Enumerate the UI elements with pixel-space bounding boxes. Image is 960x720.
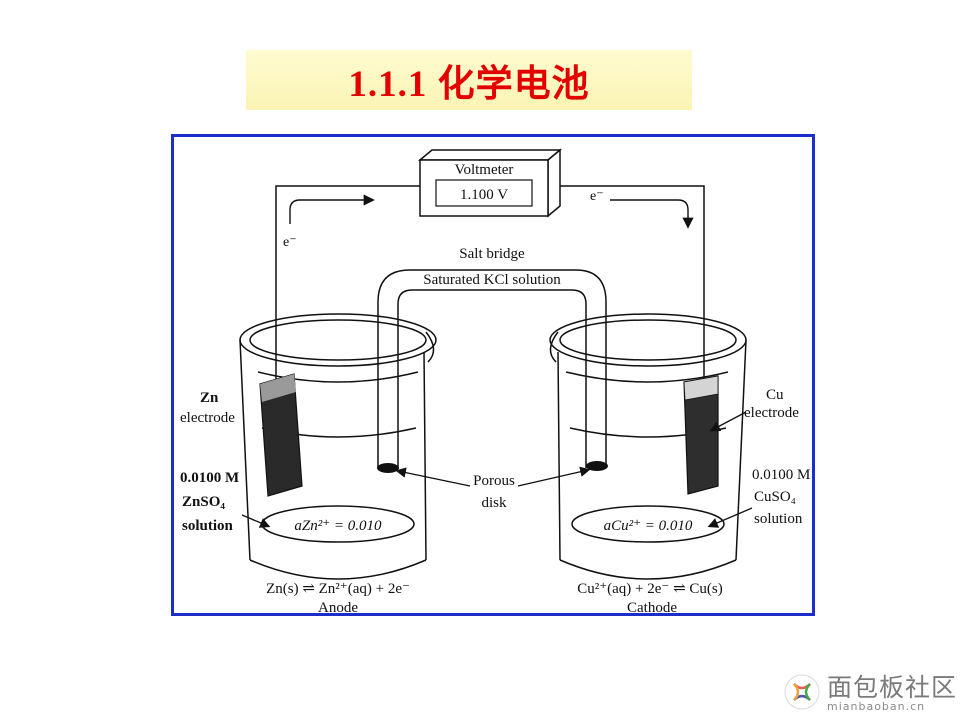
cathode-label: Cathode bbox=[627, 600, 677, 616]
anode-label: Anode bbox=[318, 600, 358, 616]
zn-concentration: 0.0100 M bbox=[180, 470, 239, 486]
voltmeter: Voltmeter 1.100 V bbox=[417, 148, 563, 218]
porous-disk-left bbox=[377, 463, 399, 473]
watermark-site: mianbaoban.cn bbox=[827, 700, 926, 713]
watermark-name: 面包板社区 bbox=[827, 673, 958, 702]
cu-concentration: 0.0100 M bbox=[752, 467, 810, 483]
zn-label: Zn bbox=[200, 390, 219, 406]
zn-electrode bbox=[259, 373, 303, 497]
electron-flow-left-arrow bbox=[289, 194, 375, 224]
electron-label-right: e⁻ bbox=[590, 189, 604, 204]
circuit-wires bbox=[275, 185, 705, 380]
zn-solution-label: solution bbox=[182, 518, 234, 534]
salt-bridge-label: Salt bridge bbox=[459, 246, 525, 262]
anode-reaction: Zn(s) ⇌ Zn²⁺(aq) + 2e⁻ bbox=[266, 581, 410, 597]
zn-salt: ZnSO₄ bbox=[182, 494, 225, 510]
electron-label-left: e⁻ bbox=[283, 235, 297, 250]
porous-pointer-left bbox=[395, 467, 471, 487]
cu-activity: aCu²⁺ = 0.010 bbox=[604, 518, 693, 534]
zn-activity: aZn²⁺ = 0.010 bbox=[294, 518, 382, 534]
cu-solution-label: solution bbox=[754, 511, 803, 527]
cu-salt: CuSO₄ bbox=[754, 489, 796, 505]
cu-electrode-pointer bbox=[709, 411, 747, 432]
diagram-frame bbox=[171, 134, 815, 616]
porous-label-line1: Porous bbox=[473, 473, 515, 489]
cathode-reaction: Cu²⁺(aq) + 2e⁻ ⇌ Cu(s) bbox=[577, 581, 723, 597]
cu-label: Cu bbox=[766, 387, 784, 403]
voltmeter-label: Voltmeter bbox=[455, 162, 514, 178]
electron-flow-right-arrow bbox=[610, 199, 694, 229]
watermark-logo-icon bbox=[784, 674, 820, 710]
porous-disk-right bbox=[586, 461, 608, 471]
zn-electrode-label: electrode bbox=[180, 410, 235, 426]
voltmeter-reading: 1.100 V bbox=[460, 187, 508, 203]
salt-bridge bbox=[377, 269, 607, 468]
watermark-logo bbox=[784, 674, 820, 710]
salt-bridge-solution-label: Saturated KCl solution bbox=[423, 272, 561, 288]
cu-solution-pointer bbox=[707, 507, 753, 528]
cu-electrode bbox=[683, 375, 719, 495]
left-beaker bbox=[239, 313, 437, 580]
zn-solution-pointer bbox=[241, 514, 271, 528]
porous-pointer-right bbox=[517, 466, 591, 487]
cu-electrode-label: electrode bbox=[744, 405, 799, 421]
porous-label-line2: disk bbox=[481, 495, 507, 511]
slide-title: 1.1.1 化学电池 bbox=[348, 64, 590, 105]
title-banner: 1.1.1 化学电池 bbox=[246, 50, 692, 110]
